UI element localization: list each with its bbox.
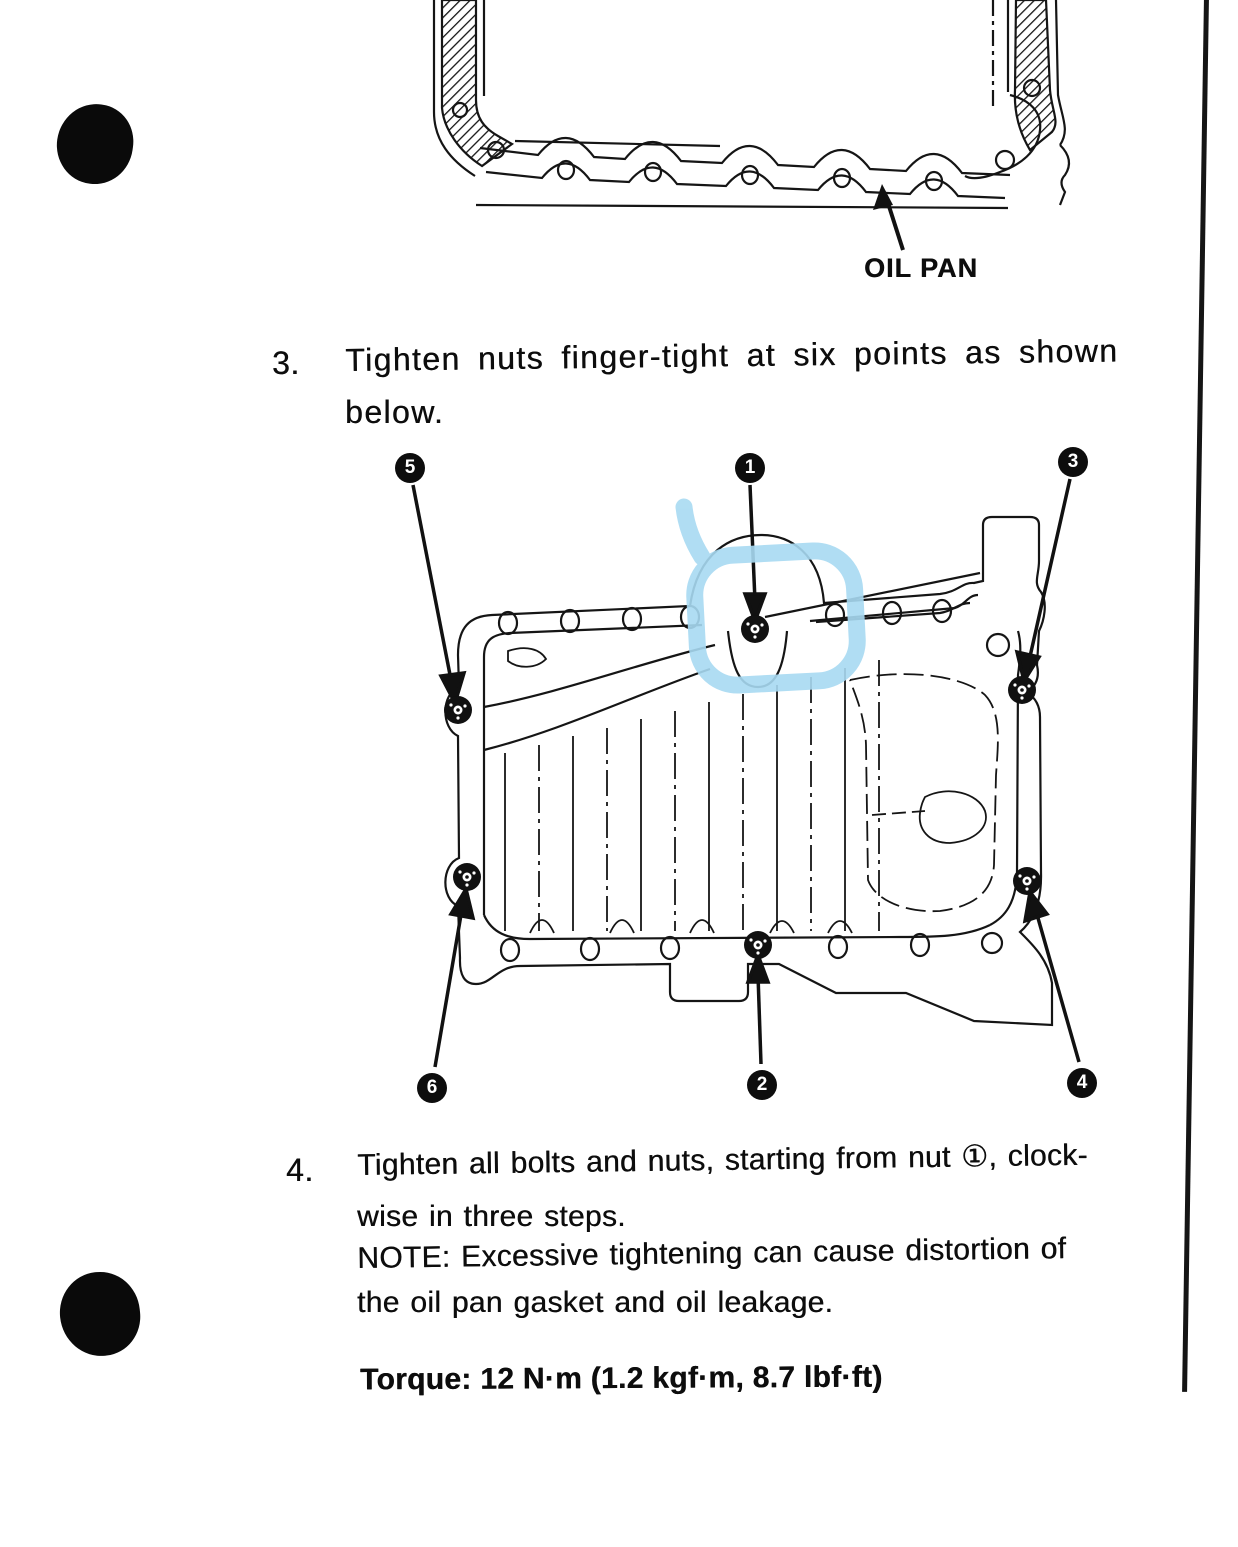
left-wall-section xyxy=(440,0,515,168)
callout-5: 5 xyxy=(395,453,425,483)
callout-4: 4 xyxy=(1067,1068,1097,1098)
callout-3: 3 xyxy=(1058,447,1088,477)
highlight-annotation-nut1 xyxy=(675,498,866,694)
page-edge-scan-line xyxy=(1182,0,1209,1392)
hole-punch-mark-top xyxy=(51,99,139,189)
callout-2: 2 xyxy=(747,1070,777,1100)
oil-pan-cross-section-figure xyxy=(432,0,1071,251)
right-wall-section xyxy=(1013,0,1057,152)
callout-1: 1 xyxy=(735,453,765,483)
nut-positions xyxy=(444,615,1041,959)
step3-number: 3. xyxy=(272,345,300,381)
torque-spec: Torque: 12 N·m (1.2 kgf·m, 8.7 lbf·ft) xyxy=(359,1360,883,1397)
step4-number: 4. xyxy=(286,1152,314,1188)
hole-punch-mark-bottom xyxy=(55,1268,145,1360)
torque-sequence-figure: 5 1 3 6 2 4 xyxy=(380,445,1130,1125)
callout-arrows xyxy=(411,478,1081,1068)
step4-note-line2: the oil pan gasket and oil leakage. xyxy=(357,1286,834,1319)
oil-pan-label: OIL PAN xyxy=(864,253,979,283)
oil-pan-arrow xyxy=(873,184,905,251)
callout-6: 6 xyxy=(417,1073,447,1103)
step4-note-line1: NOTE: Excessive tightening can cause dis… xyxy=(357,1232,1067,1275)
step3-line2: below. xyxy=(345,394,445,430)
step4-line1: Tighten all bolts and nuts, starting fro… xyxy=(357,1138,1088,1182)
step3-line1: Tighten nuts finger-tight at six points … xyxy=(345,332,1119,378)
step4-line2: wise in three steps. xyxy=(357,1200,626,1233)
